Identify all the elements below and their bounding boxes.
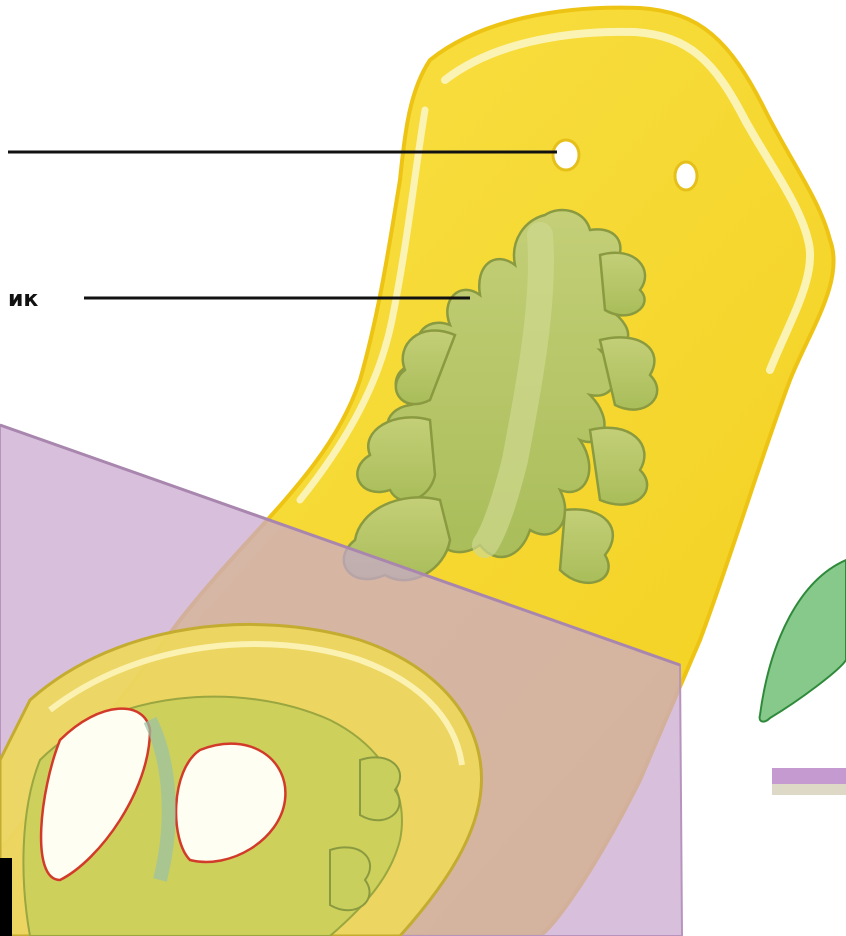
cross-section-branch bbox=[330, 847, 370, 910]
purple-bar-fill bbox=[772, 768, 846, 784]
cross-section bbox=[0, 624, 482, 936]
purple-bar bbox=[772, 768, 846, 795]
leaf-shape bbox=[760, 560, 846, 722]
eye-icon bbox=[553, 140, 579, 170]
intestine-branch bbox=[600, 253, 645, 316]
intestine-label: ик bbox=[8, 287, 38, 312]
intestine-branch bbox=[560, 509, 613, 582]
corner-mask bbox=[0, 858, 12, 936]
eye-icon bbox=[675, 162, 697, 190]
intestine-branch bbox=[590, 428, 647, 505]
cross-section-branch bbox=[360, 757, 400, 820]
leaf-icon bbox=[760, 560, 846, 722]
